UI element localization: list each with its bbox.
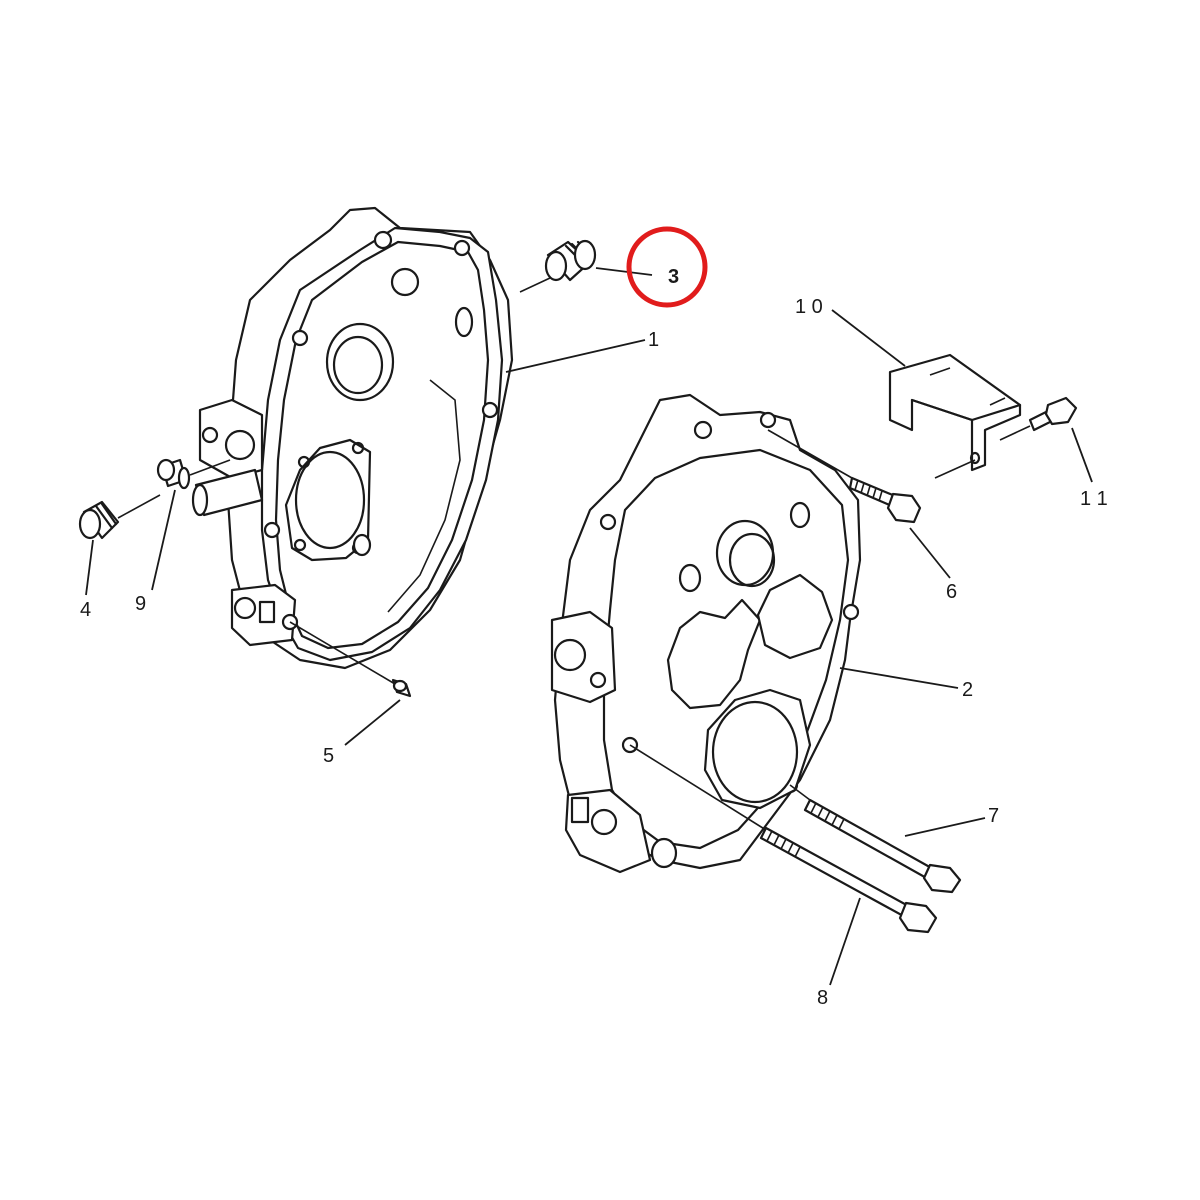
leader-lines (85, 267, 1093, 986)
part-6-bolt (848, 476, 922, 524)
callout-9[interactable]: 9 (135, 593, 146, 615)
part-1-gear-case-cover (191, 206, 514, 670)
part-3-plug (544, 239, 597, 282)
callout-4[interactable]: 4 (80, 599, 91, 621)
callout-1[interactable]: 1 (648, 329, 659, 351)
part-11-bolt (1028, 396, 1078, 432)
assembly-lines (117, 277, 1031, 831)
callout-labels: 1 2 3 4 5 6 7 8 9 1 0 1 1 (80, 266, 1108, 1009)
part-8-long-bolt (759, 826, 938, 934)
callout-3[interactable]: 3 (668, 266, 679, 288)
highlight-circle (626, 226, 708, 308)
callout-5[interactable]: 5 (323, 745, 334, 767)
part-2-gear-case (550, 393, 862, 874)
part-9-bolt (156, 458, 191, 490)
callout-6[interactable]: 6 (946, 581, 957, 603)
part-7-long-bolt (803, 798, 962, 894)
part-4-plug (78, 500, 120, 540)
callout-7[interactable]: 7 (988, 805, 999, 827)
callout-10[interactable]: 1 0 (795, 296, 823, 318)
part-5-dowel-pin (391, 678, 412, 698)
part-10-bracket (888, 353, 1022, 472)
callout-11[interactable]: 1 1 (1080, 488, 1108, 510)
callout-8[interactable]: 8 (817, 987, 828, 1009)
callout-2[interactable]: 2 (962, 679, 973, 701)
